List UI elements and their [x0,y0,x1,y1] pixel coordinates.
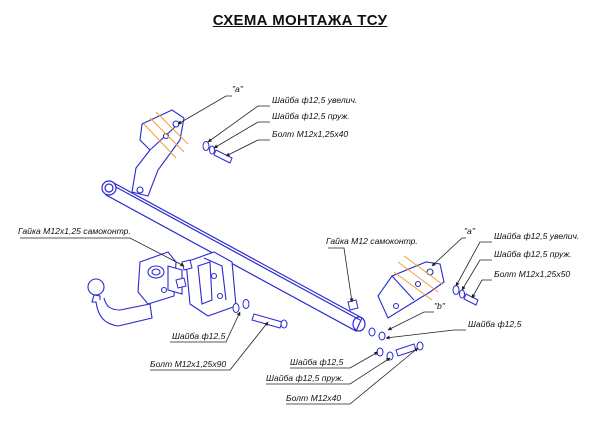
label-washer-big-left: Шайба ф12,5 увелич. [272,95,357,105]
label-bolt-bottom: Болт М12х40 [286,393,341,403]
label-nut-left: Гайка М12х1,25 самоконтр. [18,226,131,236]
label-bolt-left-bottom: Болт М12х1,25х90 [150,359,226,369]
label-bolt-left: Болт М12х1,25х40 [272,129,348,139]
label-spring-bottom: Шайба ф12,5 пруж. [266,373,344,383]
label-a-right: "а" [464,226,476,236]
center-mount-plates [185,251,237,317]
accent-marks-right [393,255,443,301]
label-b-right: "b" [434,301,446,311]
hardware-bottom-right [376,341,424,361]
hardware-mid-nut [347,299,359,311]
label-washer-big-right: Шайба ф12,5 увелич. [494,231,579,241]
left-side-bracket [131,109,185,197]
label-washer-right: Шайба ф12,5 [468,319,522,329]
label-washer-bottom: Шайба ф12,5 [290,357,344,367]
label-spring-left: Шайба ф12,5 пруж. [272,111,350,121]
leader-lines [20,95,492,405]
crossbar [101,180,366,332]
label-washer-left-bottom: Шайба ф12,5 [172,331,226,341]
hardware-right [368,285,479,341]
hardware-bottom-center [232,299,288,329]
label-spring-right: Шайба ф12,5 пруж. [494,249,572,259]
label-nut-mid: Гайка М12 самоконтр. [326,236,418,246]
captions: "а" Шайба ф12,5 увелич. Шайба ф12,5 пруж… [18,84,579,403]
page-title: СХЕМА МОНТАЖА ТСУ [212,12,388,29]
label-a-left: "а" [232,84,244,94]
tow-ball-assembly [87,251,183,327]
hardware-top-left [202,141,233,164]
accent-marks-left [143,111,189,159]
hardware-left-nut [175,259,193,289]
label-bolt-right: Болт М12х1,25х50 [494,269,570,279]
right-side-bracket [377,261,445,319]
